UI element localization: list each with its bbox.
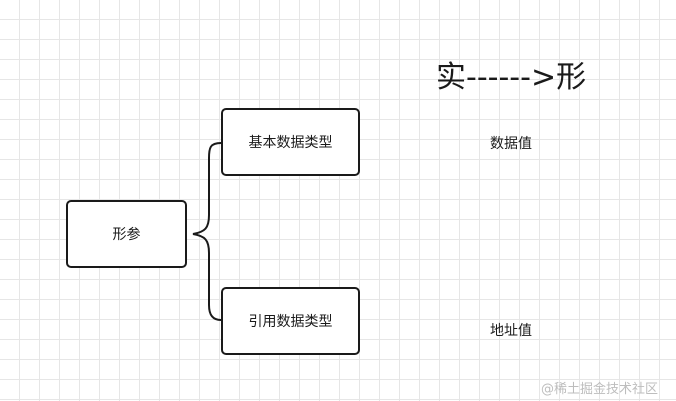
root-node-label: 形参 (112, 227, 141, 243)
branch-node-primitive-type[interactable]: 基本数据类型 (221, 108, 360, 176)
value-label-data: 数据值 (490, 136, 532, 152)
branch-node-label: 引用数据类型 (248, 314, 333, 330)
watermark-text: @稀土掘金技术社区 (541, 382, 659, 397)
branch-node-reference-type[interactable]: 引用数据类型 (221, 287, 360, 355)
value-label-address: 地址值 (490, 323, 532, 339)
heading-text: 实------>形 (436, 60, 587, 95)
root-node-formal-parameter[interactable]: 形参 (66, 200, 187, 268)
branch-node-label: 基本数据类型 (248, 135, 333, 151)
brace-path (192, 142, 222, 321)
